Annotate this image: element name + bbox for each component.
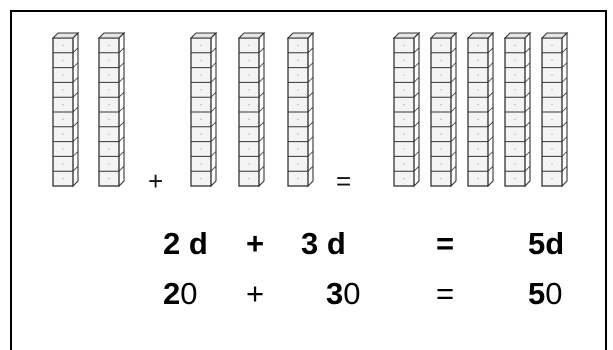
tens-plus: + (246, 226, 265, 261)
ten-rod (287, 32, 315, 188)
tens-result: 5d (528, 226, 565, 261)
tens-equals: = (436, 226, 455, 261)
ten-rod (52, 32, 80, 188)
plus-symbol: + (148, 166, 164, 196)
tens-digit-a: 2 (163, 276, 181, 311)
number-addend-b: 30 (326, 278, 361, 309)
ten-rod (430, 32, 458, 188)
ten-rod (190, 32, 218, 188)
ten-rod (541, 32, 569, 188)
tens-digit-result: 5 (528, 276, 546, 311)
ten-rod (467, 32, 495, 188)
tens-addend-b: 3 d (301, 226, 346, 261)
ones-digit-b: 0 (343, 276, 361, 311)
ten-rod (238, 32, 266, 188)
ten-rod (504, 32, 532, 188)
ones-digit-a: 0 (180, 276, 198, 311)
number-addend-a: 20 (163, 278, 198, 309)
tens-addend-a: 2 d (163, 226, 208, 261)
ones-digit-result: 0 (545, 276, 563, 311)
number-equals: = (436, 276, 455, 311)
ten-rod (393, 32, 421, 188)
number-plus: + (246, 276, 265, 311)
ten-rod (98, 32, 126, 188)
number-result: 50 (528, 278, 563, 309)
tens-digit-b: 3 (326, 276, 344, 311)
equals-symbol: = (336, 166, 352, 196)
